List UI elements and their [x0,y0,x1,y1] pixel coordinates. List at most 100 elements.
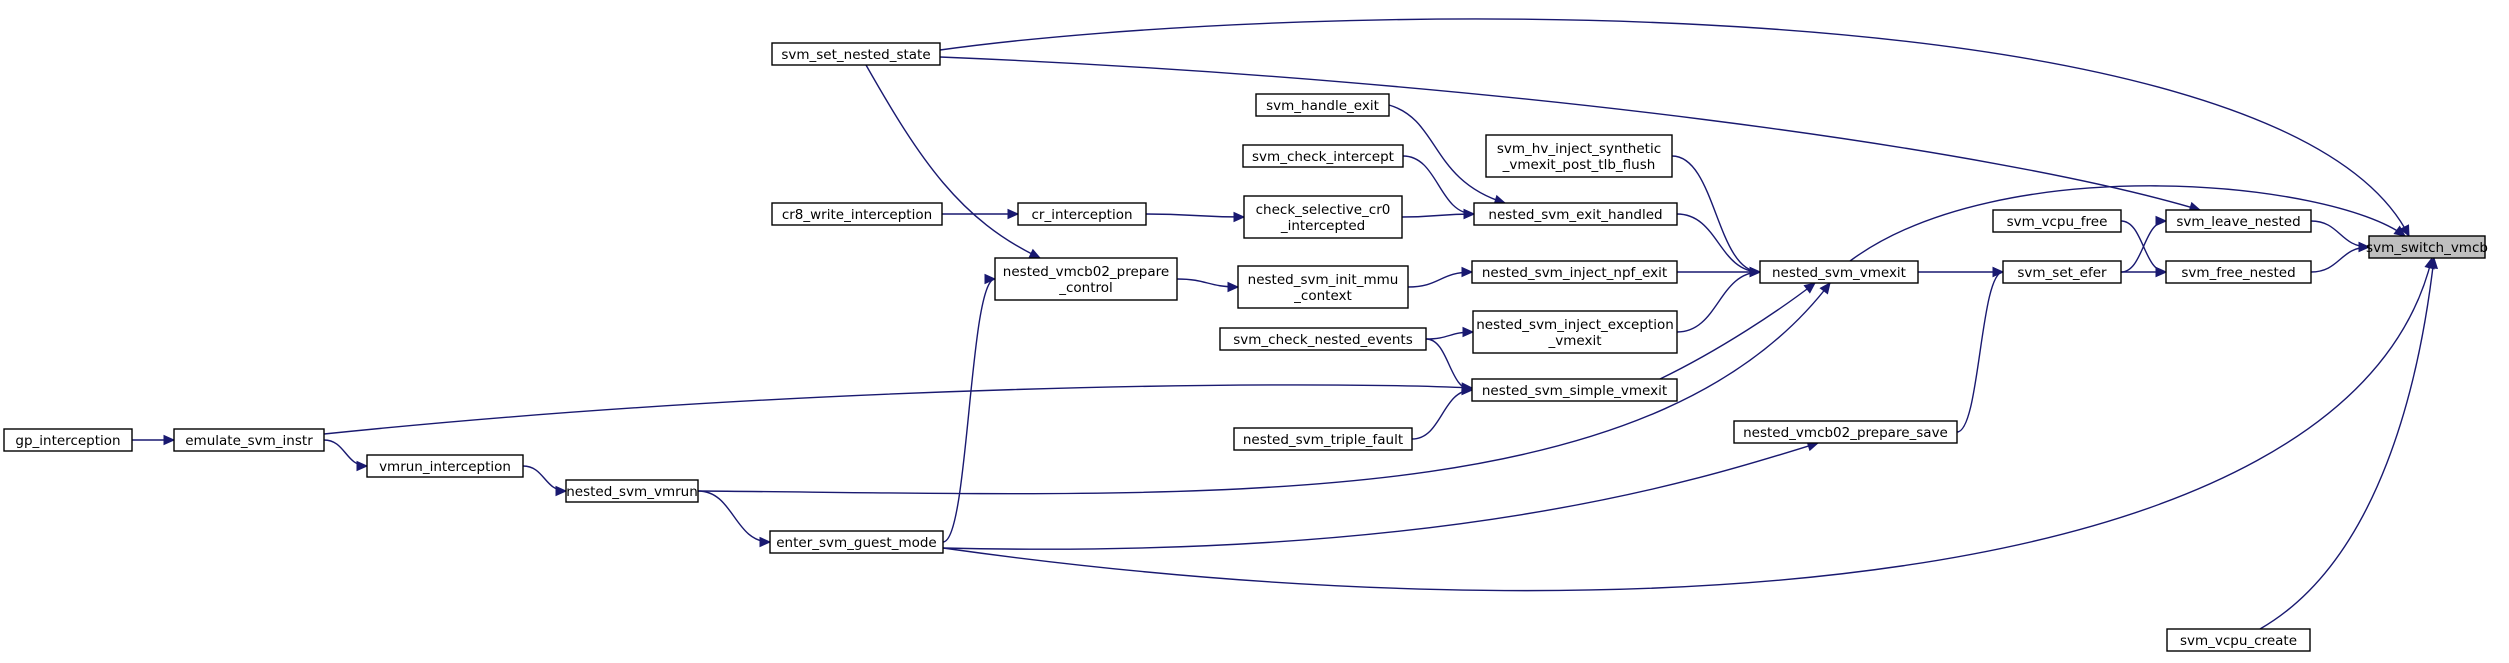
edge-enter_svm_guest_mode-to-svm_switch_vmcb [942,257,2433,592]
arrowhead-svm_switch_vmcb [2358,241,2371,253]
node-svm-check-intercept[interactable]: svm_check_intercept [1242,144,1404,168]
edge-nested_vmcb02_prepare_save-to-svm_set_efer [1956,271,2004,433]
node-label: svm_check_intercept [1252,149,1394,165]
node-box[interactable] [1237,265,1409,309]
node-nested-svm-exit-handled[interactable]: nested_svm_exit_handled [1473,202,1678,226]
node-label: gp_interception [15,433,120,449]
node-nested-vmcb02-prepare-save[interactable]: nested_vmcb02_prepare_save [1733,420,1958,444]
edge-nested_svm_inject_exception_vmexit-to-nested_svm_vmexit [1676,271,1761,333]
node-cr8-write-interception[interactable]: cr8_write_interception [771,202,943,226]
node-box[interactable] [2368,235,2486,259]
arrowhead-svm_switch_vmcb [2424,256,2435,270]
node-label: emulate_svm_instr [185,433,313,449]
arrowhead-svm_switch_vmcb [2393,225,2406,237]
node-nested-svm-vmexit[interactable]: nested_svm_vmexit [1759,260,1919,284]
node-nested-vmcb02-prepare-control[interactable]: nested_vmcb02_prepare_control [994,257,1178,301]
arrowhead-nested_svm_vmexit [1819,282,1831,295]
node-box[interactable] [771,42,941,66]
node-label: svm_hv_inject_synthetic [1497,141,1661,157]
edge-svm_set_efer-to-svm_leave_nested [2120,220,2167,273]
node-svm-check-nested-events[interactable]: svm_check_nested_events [1219,327,1427,351]
node-label: svm_handle_exit [1266,98,1379,114]
node-svm-handle-exit[interactable]: svm_handle_exit [1255,93,1390,117]
node-label: svm_free_nested [2181,265,2295,281]
node-gp-interception[interactable]: gp_interception [3,428,133,452]
edge-nested_svm_exit_handled-to-nested_svm_vmexit [1676,213,1761,273]
node-svm-set-efer[interactable]: svm_set_efer [2002,260,2122,284]
arrowhead-cr_interception [1007,208,1020,220]
node-svm-set-nested-state[interactable]: svm_set_nested_state [771,42,941,66]
node-nested-svm-inject-exception-vmexit[interactable]: nested_svm_inject_exception_vmexit [1472,310,1678,354]
edge-svm_set_nested_state-to-svm_leave_nested [939,56,2201,211]
node-box[interactable] [1233,427,1413,451]
node-label: _control [1058,280,1113,296]
node-label: _vmexit_post_tlb_flush [1502,157,1656,173]
arrowhead-nested_svm_inject_npf_exit [1461,266,1474,278]
edge-svm_check_nested_events-to-nested_svm_simple_vmexit [1425,338,1473,391]
node-label: cr8_write_interception [782,207,932,223]
node-svm-free-nested[interactable]: svm_free_nested [2165,260,2312,284]
node-check-selective-cr0-intercepted[interactable]: check_selective_cr0_intercepted [1243,195,1403,239]
node-box[interactable] [769,530,944,554]
arrowhead-svm_free_nested [2155,266,2168,278]
node-box[interactable] [1242,144,1404,168]
node-box[interactable] [2165,209,2312,233]
arrowhead-nested_svm_vmrun [555,485,568,497]
node-svm-switch-vmcb[interactable]: svm_switch_vmcb [2366,235,2488,259]
node-box[interactable] [1017,202,1147,226]
node-nested-svm-simple-vmexit[interactable]: nested_svm_simple_vmexit [1471,378,1678,402]
node-cr-interception[interactable]: cr_interception [1017,202,1147,226]
edge-svm_vcpu_create-to-svm_switch_vmcb [2259,257,2435,630]
node-box[interactable] [1733,420,1958,444]
arrowhead-nested_svm_vmexit [1803,282,1816,294]
node-label: nested_svm_simple_vmexit [1482,383,1667,399]
arrowhead-check_selective_cr0_intercepted [1233,211,1246,223]
node-box[interactable] [1243,195,1403,239]
node-box[interactable] [1992,209,2122,233]
node-box[interactable] [994,257,1178,301]
node-box[interactable] [1473,202,1678,226]
node-nested-svm-vmrun[interactable]: nested_svm_vmrun [565,479,699,503]
node-label: enter_svm_guest_mode [776,535,936,551]
node-nested-svm-inject-npf-exit[interactable]: nested_svm_inject_npf_exit [1471,260,1678,284]
arrowhead-emulate_svm_instr [163,434,176,446]
node-nested-svm-init-mmu-context[interactable]: nested_svm_init_mmu_context [1237,265,1409,309]
node-box[interactable] [2165,260,2312,284]
node-label: nested_vmcb02_prepare [1003,264,1169,280]
node-svm-vcpu-create[interactable]: svm_vcpu_create [2166,628,2311,652]
node-box[interactable] [3,428,133,452]
node-box[interactable] [1255,93,1390,117]
node-box[interactable] [2002,260,2122,284]
node-box[interactable] [1471,378,1678,402]
node-label: nested_svm_exit_handled [1488,207,1662,223]
node-vmrun-interception[interactable]: vmrun_interception [366,454,524,478]
node-box[interactable] [1471,260,1678,284]
node-label: nested_svm_vmexit [1772,265,1906,281]
node-box[interactable] [1759,260,1919,284]
node-svm-vcpu-free[interactable]: svm_vcpu_free [1992,209,2122,233]
node-box[interactable] [1485,134,1673,178]
node-box[interactable] [565,479,699,503]
node-box[interactable] [173,428,325,452]
node-box[interactable] [2166,628,2311,652]
node-svm-hv-inject-synthetic-vmexit-post-tlb-flush[interactable]: svm_hv_inject_synthetic_vmexit_post_tlb_… [1485,134,1673,178]
node-box[interactable] [771,202,943,226]
node-label: cr_interception [1031,207,1132,223]
edge-nested_svm_vmrun-to-enter_svm_guest_mode [697,490,771,543]
node-label: nested_svm_init_mmu [1248,272,1399,288]
node-box[interactable] [1219,327,1427,351]
node-label: svm_leave_nested [2176,214,2300,230]
arrowhead-svm_switch_vmcb [2399,224,2410,238]
node-nested-svm-triple-fault[interactable]: nested_svm_triple_fault [1233,427,1413,451]
node-svm-leave-nested[interactable]: svm_leave_nested [2165,209,2312,233]
node-enter-svm-guest-mode[interactable]: enter_svm_guest_mode [769,530,944,554]
node-box[interactable] [366,454,524,478]
edge-vmrun_interception-to-nested_svm_vmrun [522,465,567,492]
node-label: svm_set_nested_state [781,47,930,63]
edge-enter_svm_guest_mode-to-nested_vmcb02_prepare_save [942,442,1819,550]
edge-nested_svm_simple_vmexit-to-nested_svm_vmexit [1659,282,1816,380]
node-box[interactable] [1472,310,1678,354]
node-emulate-svm-instr[interactable]: emulate_svm_instr [173,428,325,452]
edge-nested_svm_vmexit-to-svm_switch_vmcb [1849,185,2406,262]
